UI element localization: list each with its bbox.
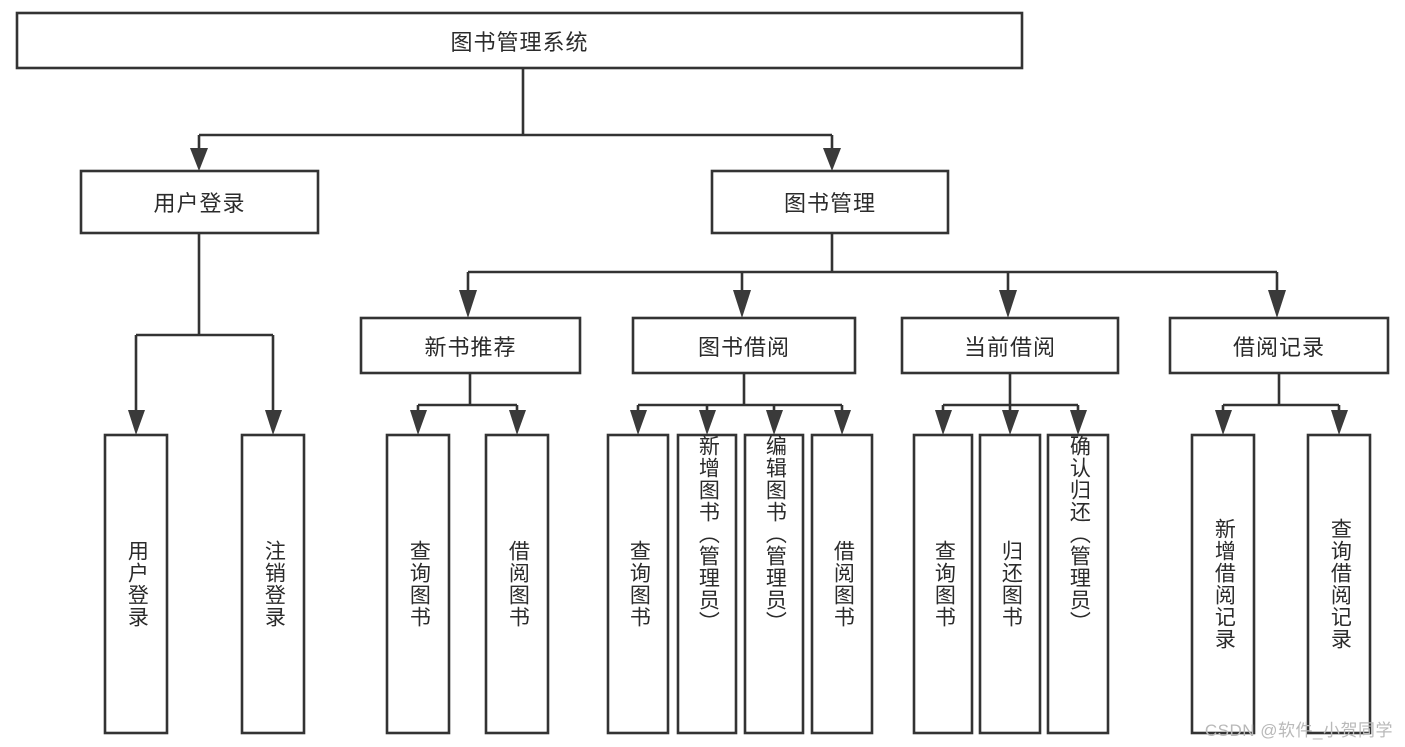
node-current-borrow-box[interactable] — [900, 316, 1120, 375]
arrow-recommend-to-c1 — [410, 410, 427, 435]
node-borrow-borrow-book-box[interactable] — [810, 433, 874, 735]
arrow-bookmgmt-to-recommend — [459, 290, 477, 318]
node-book-borrow-box[interactable] — [631, 316, 857, 375]
arrow-records-to-c1 — [1215, 410, 1232, 435]
node-book-management-box[interactable] — [710, 169, 950, 235]
arrow-bookborrow-to-c1 — [630, 410, 647, 435]
node-new-book-recommend-box[interactable] — [359, 316, 582, 375]
node-borrow-add-book-box[interactable] — [676, 433, 738, 735]
arrow-bookmgmt-to-borrow — [733, 290, 751, 318]
arrow-bookborrow-to-c2 — [699, 410, 716, 435]
arrow-bookmgmt-to-records — [1268, 290, 1286, 318]
arrow-userlogin-to-leaf2 — [265, 410, 282, 435]
node-borrow-edit-book-box[interactable] — [743, 433, 805, 735]
arrow-currentborrow-to-c2 — [1002, 410, 1019, 435]
arrow-currentborrow-to-c3 — [1070, 410, 1087, 435]
node-recommend-query-book-box[interactable] — [385, 433, 451, 735]
arrow-currentborrow-to-c1 — [935, 410, 952, 435]
arrow-bookmgmt-to-current — [999, 290, 1017, 318]
node-logout-leaf-box[interactable] — [240, 433, 306, 735]
arrow-bookborrow-to-c4 — [834, 410, 851, 435]
arrow-userlogin-to-leaf1 — [128, 410, 145, 435]
node-recommend-borrow-book-box[interactable] — [484, 433, 550, 735]
node-borrow-records-box[interactable] — [1168, 316, 1390, 375]
node-current-return-book-box[interactable] — [978, 433, 1042, 735]
node-records-add-box[interactable] — [1190, 433, 1256, 735]
arrow-root-to-bookmgmt — [823, 148, 841, 171]
arrow-records-to-c2 — [1331, 410, 1348, 435]
node-records-query-box[interactable] — [1306, 433, 1372, 735]
node-current-query-book-box[interactable] — [912, 433, 974, 735]
node-current-confirm-return-box[interactable] — [1046, 433, 1110, 735]
node-user-login-box[interactable] — [79, 169, 320, 235]
arrow-root-to-userlogin — [190, 148, 208, 171]
arrow-recommend-to-c2 — [509, 410, 526, 435]
node-borrow-query-book-box[interactable] — [606, 433, 670, 735]
node-root-box[interactable] — [15, 11, 1024, 70]
arrow-bookborrow-to-c3 — [766, 410, 783, 435]
node-user-login-leaf-box[interactable] — [103, 433, 169, 735]
